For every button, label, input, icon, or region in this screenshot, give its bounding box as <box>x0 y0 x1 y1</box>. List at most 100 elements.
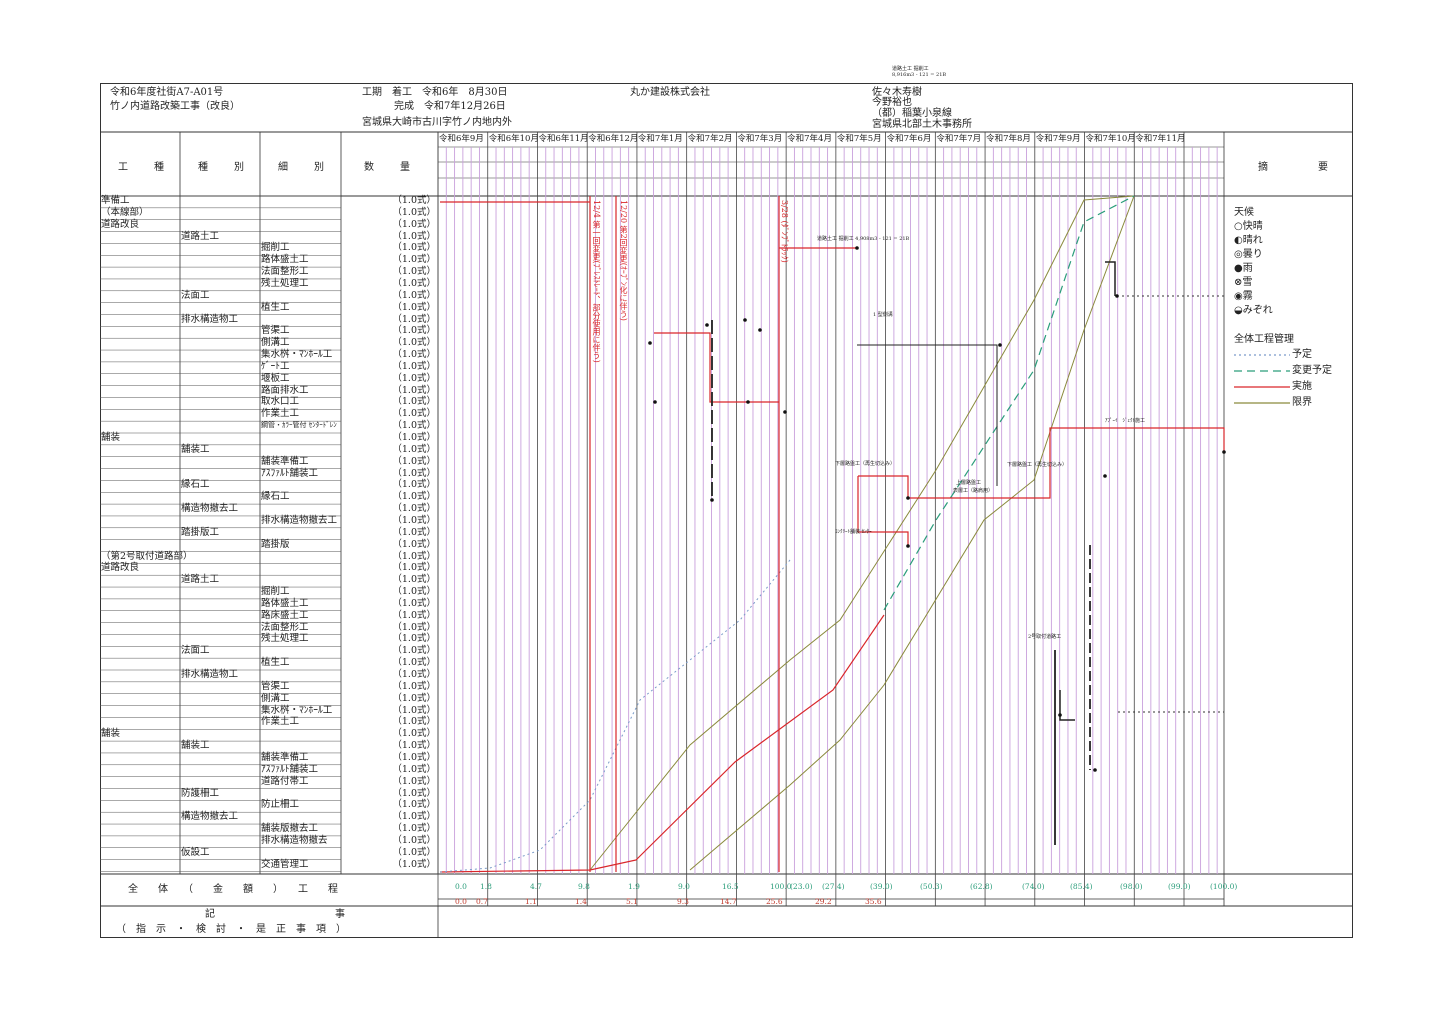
row-quantity: （1.0式） <box>392 289 436 301</box>
row-c3: ｹﾞｰﾄ工 <box>261 360 290 372</box>
planned-value: (23.0) <box>790 882 813 891</box>
month-label: 令和7年7月 <box>936 134 982 144</box>
month-label: 令和7年3月 <box>737 134 783 144</box>
row-c2: 舗装工 <box>181 443 210 455</box>
row-c2: 道路土工 <box>181 574 220 586</box>
limit-curve-upper <box>589 195 1135 871</box>
month-label: 令和7年4月 <box>787 134 832 144</box>
actual-value: 1.1 <box>525 897 537 906</box>
status-marker <box>1222 450 1226 454</box>
row-c2: 仮設工 <box>181 846 210 858</box>
progress-label: 全 体 （ 金 額 ） 工 程 <box>128 884 338 895</box>
row-c2: 法面工 <box>181 645 210 657</box>
row-c3: 取水口工 <box>261 396 300 408</box>
row-quantity: （1.0式） <box>392 823 436 835</box>
top-note: 道路土工 掘削工 8,916m3 - 121 = 21B <box>892 66 947 78</box>
row-c3: ｱｽﾌｧﾙﾄ舗装工 <box>261 763 319 775</box>
status-marker <box>906 544 910 548</box>
row-c3: 鋼管・ｶﾗｰ管付 ｾﾝﾀｰﾄﾞﾚﾝ <box>261 421 337 430</box>
row-c2: 構造物撤去工 <box>181 811 239 823</box>
status-marker <box>855 246 859 250</box>
row-c3: 舗装準備工 <box>261 751 309 763</box>
month-label: 令和7年5月 <box>836 134 882 144</box>
row-c3: 掘削工 <box>261 586 290 598</box>
month-label: 令和7年10月 <box>1085 134 1136 144</box>
col-category: 種 別 <box>198 162 246 173</box>
row-c3: 法面整形工 <box>261 621 309 633</box>
weather-item: ○快晴 <box>1234 221 1263 232</box>
location: 宮城県大崎市古川字竹ノ内地内外 <box>362 117 512 128</box>
row-quantity: （1.0式） <box>392 313 436 325</box>
status-marker <box>648 341 652 345</box>
planned-value: 4.7 <box>530 882 542 891</box>
annotation: 1 型側溝 <box>873 312 893 318</box>
notes-label-2: （ 指 示 ・ 検 討 ・ 是 正 事 項 ） <box>116 924 346 935</box>
month-label: 令和6年9月 <box>439 134 484 144</box>
annotation: 表層工（路肩用） <box>953 488 994 494</box>
row-quantity: （1.0式） <box>392 858 436 870</box>
col-detail: 細 別 <box>278 162 326 173</box>
row-quantity: （1.0式） <box>392 597 436 609</box>
month-label: 令和7年6月 <box>886 134 932 144</box>
row-c2: 防護柵工 <box>181 787 220 799</box>
row-quantity: （1.0式） <box>392 728 436 740</box>
planned-value: (74.0) <box>1022 882 1045 891</box>
row-quantity: （1.0式） <box>392 514 436 526</box>
status-marker <box>1115 294 1119 298</box>
change-annotation: 3/28 (ﾀﾞﾝﾌﾟﾄﾗｯｸ) <box>780 200 789 263</box>
row-quantity: （1.0式） <box>392 621 436 633</box>
month-label: 令和7年8月 <box>986 134 1031 144</box>
row-c3: 集水桝・ﾏﾝﾎｰﾙ工 <box>261 349 333 361</box>
row-c1: 舗装 <box>101 432 121 443</box>
row-c1: （第2号取付道路部） <box>101 550 193 562</box>
row-c3: 管渠工 <box>261 325 290 337</box>
legend-label: 実施 <box>1292 381 1312 392</box>
row-quantity: （1.0式） <box>392 277 436 289</box>
planned-value: (39.0) <box>870 882 893 891</box>
supervisor-1: 佐々木寿樹 <box>872 87 922 98</box>
route-name: （都）稲葉小泉線 <box>872 108 952 119</box>
annotation: 下層路盤工（再生切込み） <box>1007 462 1068 468</box>
row-c3: 舗装版撤去工 <box>261 823 319 835</box>
status-marker <box>1103 474 1107 478</box>
row-c3: 舗装準備工 <box>261 455 309 467</box>
row-quantity: （1.0式） <box>392 242 436 254</box>
legend-title: 全体工程管理 <box>1234 334 1294 345</box>
month-label: 令和7年11月 <box>1135 134 1186 144</box>
row-quantity: （1.0式） <box>392 408 436 420</box>
row-c3: 側溝工 <box>261 692 290 704</box>
row-quantity: （1.0式） <box>392 574 436 586</box>
row-c1: 道路改良 <box>101 218 140 230</box>
actual-value: 14.7 <box>720 897 737 906</box>
schedule-frame <box>100 83 1353 938</box>
status-marker <box>743 318 747 322</box>
planned-value: (98.0) <box>1120 882 1143 891</box>
row-c1: 準備工 <box>101 195 130 206</box>
month-label: 令和7年1月 <box>637 134 683 144</box>
legend-label: 変更予定 <box>1292 365 1332 376</box>
row-quantity: （1.0式） <box>392 775 436 787</box>
weather-item: ●雨 <box>1234 263 1253 274</box>
legend-label: 予定 <box>1292 349 1312 360</box>
planned-value: 100.0 <box>770 882 792 891</box>
row-c3: 排水構造物撤去工 <box>261 514 338 526</box>
limit-curve-lower <box>689 195 1135 871</box>
planned-value: (27.4) <box>822 882 845 891</box>
row-quantity: （1.0式） <box>392 266 436 278</box>
row-c3: 路面排水工 <box>261 384 309 396</box>
status-marker <box>906 496 910 500</box>
legend-label: 限界 <box>1292 397 1312 408</box>
row-quantity: （1.0式） <box>392 645 436 657</box>
actual-value: 29.2 <box>815 897 832 906</box>
row-quantity: （1.0式） <box>392 467 436 479</box>
row-quantity: （1.0式） <box>392 692 436 704</box>
month-label: 令和6年10月 <box>488 134 539 144</box>
row-quantity: （1.0式） <box>392 633 436 645</box>
row-quantity: （1.0式） <box>392 503 436 515</box>
actual-value: 5.1 <box>626 897 638 906</box>
row-quantity: （1.0式） <box>392 834 436 846</box>
planned-value: 9.8 <box>578 882 590 891</box>
weather-title: 天候 <box>1234 207 1254 218</box>
status-marker <box>998 343 1002 347</box>
